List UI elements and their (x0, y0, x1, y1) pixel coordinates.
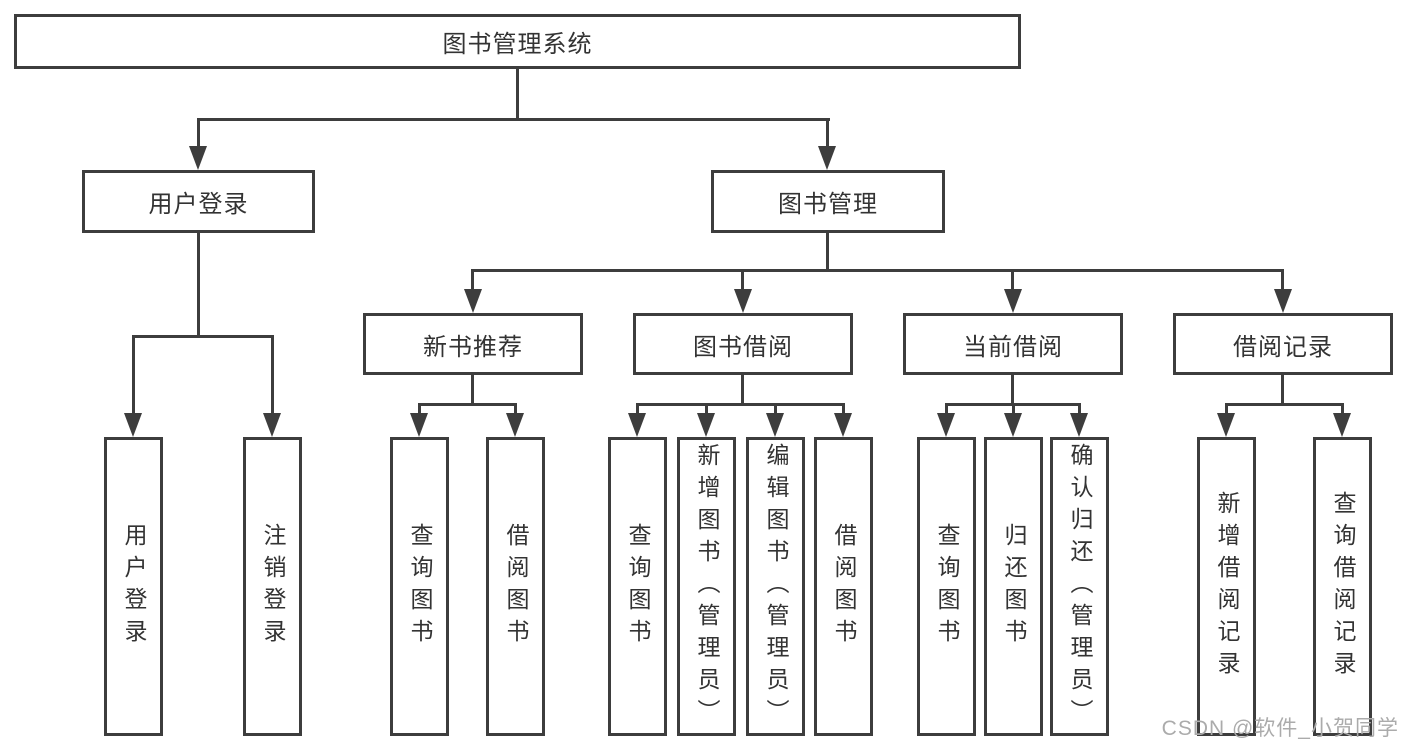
connector-line (1011, 375, 1014, 406)
connector-line (636, 403, 639, 419)
leaf-label: 查询图书 (934, 522, 960, 651)
arrow-down-icon (628, 413, 646, 437)
node-user-login: 用户登录 (82, 170, 315, 233)
leaf-borrow-books: 借阅图书 (814, 437, 873, 736)
leaf-borrow-books-recommend: 借阅图书 (486, 437, 545, 736)
connector-line (471, 269, 1284, 272)
leaf-label: 借阅图书 (503, 522, 529, 651)
connector-line (826, 118, 829, 152)
arrow-down-icon (1004, 289, 1022, 313)
connector-line (741, 375, 744, 406)
leaf-confirm-return-admin: 确认归还（管理员） (1050, 437, 1109, 736)
connector-line (636, 403, 845, 406)
arrow-down-icon (937, 413, 955, 437)
arrow-down-icon (734, 289, 752, 313)
arrow-down-icon (124, 413, 142, 437)
leaf-label: 确认归还（管理员） (1067, 442, 1093, 731)
node-borrowing-records: 借阅记录 (1173, 313, 1393, 375)
leaf-label: 新增图书（管理员） (694, 442, 720, 731)
connector-line (1341, 403, 1344, 419)
leaf-add-borrow-record: 新增借阅记录 (1197, 437, 1256, 736)
arrow-down-icon (834, 413, 852, 437)
node-label: 图书管理 (778, 191, 878, 218)
connector-line (516, 68, 519, 120)
connector-line (741, 269, 744, 297)
connector-line (1281, 375, 1284, 406)
connector-line (514, 403, 517, 419)
connector-line (132, 335, 274, 338)
connector-line (197, 233, 200, 338)
leaf-label: 用户登录 (121, 522, 147, 651)
connector-line (197, 118, 830, 121)
node-label: 当前借阅 (963, 333, 1063, 361)
connector-line (418, 403, 421, 419)
leaf-label: 注销登录 (260, 522, 286, 651)
node-label: 图书借阅 (693, 333, 793, 361)
leaf-add-books-admin: 新增图书（管理员） (677, 437, 736, 736)
leaf-label: 借阅图书 (831, 522, 857, 651)
node-new-book-recommendation: 新书推荐 (363, 313, 583, 375)
arrow-down-icon (464, 289, 482, 313)
arrow-down-icon (1274, 289, 1292, 313)
leaf-label: 查询借阅记录 (1330, 490, 1356, 683)
leaf-logout: 注销登录 (243, 437, 302, 736)
leaf-query-books-recommend: 查询图书 (390, 437, 449, 736)
leaf-user-login: 用户登录 (104, 437, 163, 736)
arrow-down-icon (818, 146, 836, 170)
connector-line (1281, 269, 1284, 297)
arrow-down-icon (1333, 413, 1351, 437)
leaf-query-books-current: 查询图书 (917, 437, 976, 736)
connector-line (471, 375, 474, 406)
connector-line (197, 118, 200, 152)
leaf-label: 查询图书 (625, 522, 651, 651)
connector-line (418, 403, 517, 406)
leaf-edit-books-admin: 编辑图书（管理员） (746, 437, 805, 736)
node-label: 用户登录 (148, 191, 249, 218)
node-label: 借阅记录 (1233, 333, 1333, 361)
node-label: 新书推荐 (423, 333, 523, 361)
leaf-query-books-borrow: 查询图书 (608, 437, 667, 736)
arrow-down-icon (1070, 413, 1088, 437)
node-book-management: 图书管理 (711, 170, 945, 233)
connector-line (945, 403, 948, 419)
node-root-library-system: 图书管理系统 (14, 14, 1021, 69)
arrow-down-icon (1004, 413, 1022, 437)
csdn-watermark: CSDN @软件_小贺同学 (1161, 717, 1399, 740)
connector-line (1225, 403, 1344, 406)
connector-line (1011, 269, 1014, 297)
connector-line (774, 403, 777, 419)
arrow-down-icon (1217, 413, 1235, 437)
connector-line (471, 269, 474, 297)
arrow-down-icon (697, 413, 715, 437)
arrow-down-icon (263, 413, 281, 437)
leaf-query-borrow-record: 查询借阅记录 (1313, 437, 1372, 736)
leaf-label: 编辑图书（管理员） (763, 442, 789, 731)
connector-line (271, 335, 274, 420)
arrow-down-icon (506, 413, 524, 437)
arrow-down-icon (766, 413, 784, 437)
connector-line (1012, 403, 1015, 419)
leaf-return-books: 归还图书 (984, 437, 1043, 736)
connector-line (842, 403, 845, 419)
connector-line (826, 233, 829, 272)
leaf-label: 归还图书 (1001, 522, 1027, 651)
arrow-down-icon (410, 413, 428, 437)
arrow-down-icon (189, 146, 207, 170)
node-label: 图书管理系统 (442, 31, 593, 58)
node-current-borrowing: 当前借阅 (903, 313, 1123, 375)
leaf-label: 查询图书 (407, 522, 433, 651)
connector-line (1078, 403, 1081, 419)
node-book-borrowing: 图书借阅 (633, 313, 853, 375)
leaf-label: 新增借阅记录 (1214, 490, 1240, 683)
connector-line (1225, 403, 1228, 419)
connector-line (705, 403, 708, 419)
connector-line (132, 335, 135, 420)
